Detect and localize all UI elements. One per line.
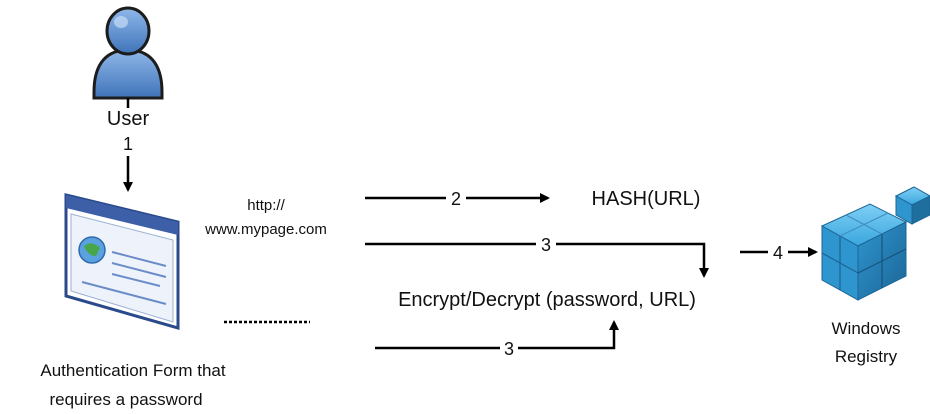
auth-form-label-line2: requires a password bbox=[49, 390, 202, 409]
auth-form-label-line1: Authentication Form that bbox=[40, 361, 225, 380]
url-to-encrypt-arrow bbox=[556, 242, 709, 278]
encrypt-decrypt-label: Encrypt/Decrypt (password, URL) bbox=[398, 289, 696, 311]
step-1-label: 1 bbox=[123, 134, 133, 154]
step-3-top-label: 3 bbox=[541, 235, 551, 255]
form-to-encrypt-arrow bbox=[518, 320, 619, 350]
user-label: User bbox=[107, 108, 150, 130]
url-label-line2: www.mypage.com bbox=[204, 221, 327, 238]
registry-label-line2: Registry bbox=[835, 347, 898, 366]
user-icon bbox=[92, 6, 164, 100]
windows-registry-icon bbox=[820, 186, 930, 301]
step-2-label: 2 bbox=[451, 189, 461, 209]
step-3-bottom-label: 3 bbox=[504, 339, 514, 359]
step-4-label: 4 bbox=[773, 243, 783, 263]
hash-label: HASH(URL) bbox=[592, 188, 701, 210]
browser-form-icon bbox=[64, 193, 180, 330]
registry-label-line1: Windows bbox=[832, 319, 901, 338]
url-label-line1: http:// bbox=[247, 197, 285, 214]
